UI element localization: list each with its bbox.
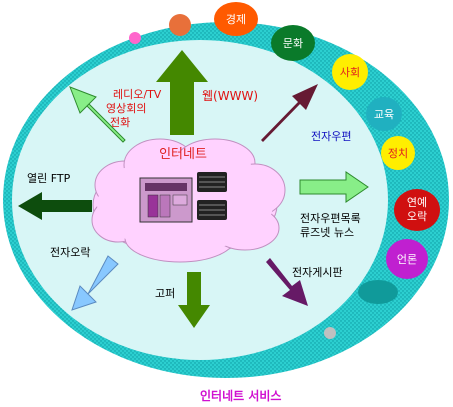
topic-entertainment-label-2: 오락 bbox=[407, 210, 427, 223]
deco-orange-circle bbox=[169, 14, 191, 36]
topic-politics: 정치 bbox=[381, 136, 415, 170]
topic-economy-label: 경제 bbox=[226, 13, 246, 26]
deco-pink-dot bbox=[129, 32, 141, 44]
ftp-arrow bbox=[18, 192, 92, 220]
radio-tv-label-3: 전화 bbox=[110, 116, 131, 129]
web-arrow bbox=[156, 50, 208, 135]
gopher-arrow bbox=[178, 272, 210, 328]
topic-entertainment-label-1: 연예 bbox=[407, 196, 427, 209]
game-arrow bbox=[71, 255, 119, 311]
radio-tv-arrow bbox=[69, 86, 126, 143]
topic-education-label: 교육 bbox=[374, 108, 394, 121]
diagram-caption: 인터네트 서비스 bbox=[200, 389, 282, 403]
topic-politics-label: 정치 bbox=[388, 147, 408, 160]
ftp-label: 열린 FTP bbox=[27, 172, 71, 185]
mailing-list-label-2: 류즈넷 뉴스 bbox=[300, 226, 355, 239]
topic-economy: 경제 bbox=[214, 2, 258, 36]
mailing-list-arrow bbox=[299, 171, 369, 203]
mailing-list-label-1: 전자우편목록 bbox=[300, 212, 361, 225]
radio-tv-label-1: 레디오/TV bbox=[113, 88, 162, 101]
deco-dark-teal-oval bbox=[358, 280, 398, 304]
topic-culture: 문화 bbox=[271, 25, 315, 61]
deco-gray-dot bbox=[324, 327, 336, 339]
gopher-label: 고퍼 bbox=[155, 287, 176, 300]
radio-tv-label-2: 영상회의 bbox=[106, 102, 147, 115]
topic-press-label: 언론 bbox=[397, 253, 417, 266]
topic-society-label: 사회 bbox=[340, 66, 360, 79]
email-arrow bbox=[261, 84, 318, 142]
topic-education: 교육 bbox=[366, 97, 402, 131]
topic-press: 언론 bbox=[386, 239, 428, 279]
center-title: 인터네트 bbox=[159, 147, 207, 162]
email-label: 전자우편 bbox=[311, 130, 352, 143]
bbs-arrow bbox=[266, 258, 308, 306]
game-label: 전자오락 bbox=[50, 246, 91, 259]
topic-entertainment: 연예 오락 bbox=[394, 189, 440, 231]
web-label: 웹(WWW) bbox=[202, 89, 258, 103]
bbs-label: 전자게시판 bbox=[292, 266, 343, 279]
topic-culture-label: 문화 bbox=[283, 37, 303, 50]
topic-society: 사회 bbox=[332, 54, 368, 90]
server-icon bbox=[139, 172, 227, 223]
